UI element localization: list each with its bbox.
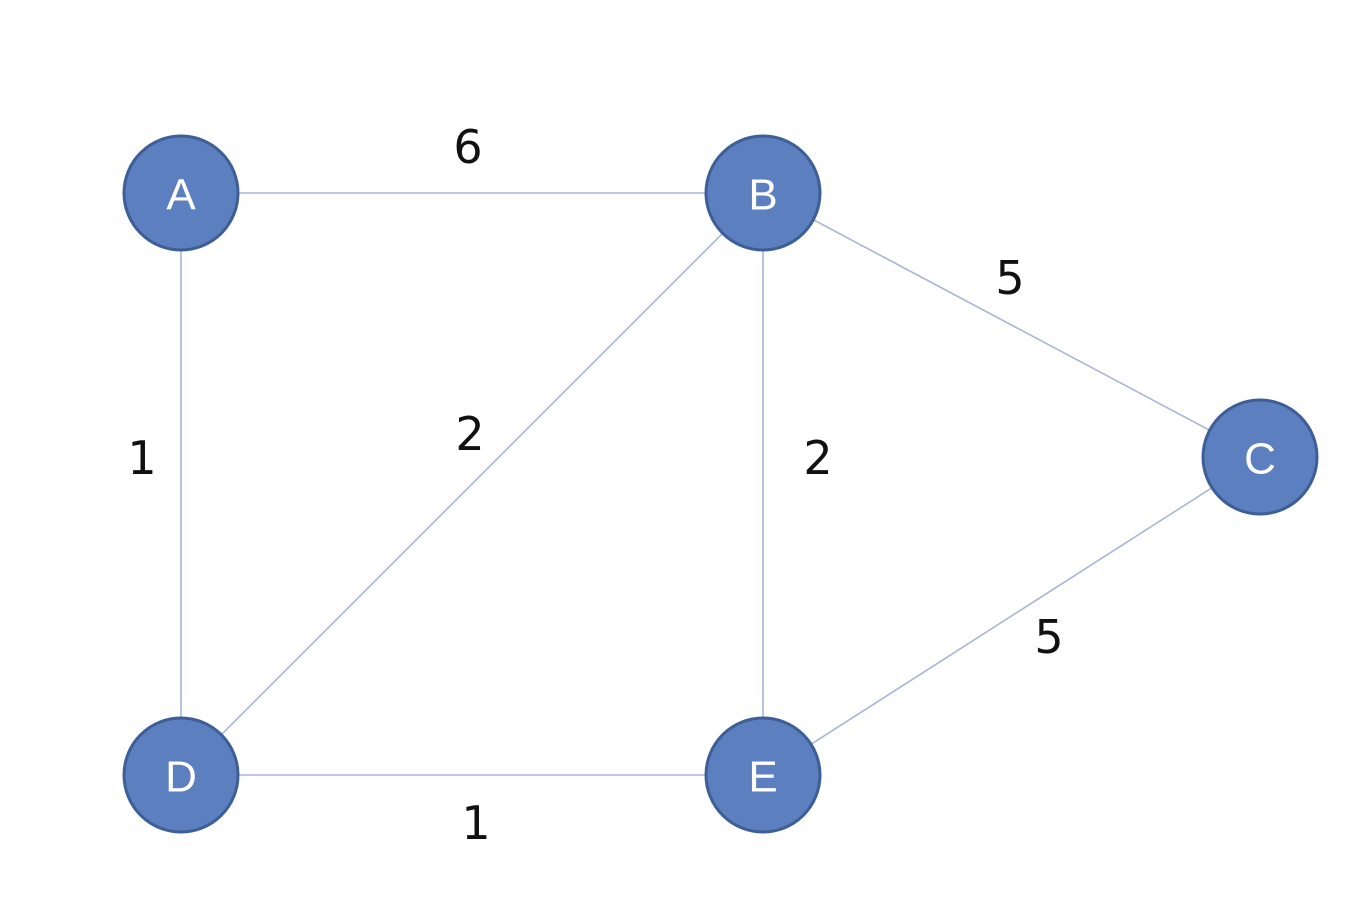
node-e-circle (704, 716, 822, 834)
node-a-circle (122, 134, 240, 252)
nodes-layer: A B C D E (122, 134, 1319, 834)
node-a-label: A (166, 171, 196, 220)
weight-d-e: 1 (461, 796, 490, 850)
node-d-circle (122, 716, 240, 834)
node-b: B (704, 134, 822, 252)
node-b-circle (704, 134, 822, 252)
edges-layer (180, 192, 1261, 776)
node-a: A (122, 134, 240, 252)
node-c-label: C (1244, 435, 1276, 484)
weight-b-d: 2 (455, 407, 484, 461)
node-c-circle (1201, 398, 1319, 516)
weight-b-c: 5 (995, 251, 1024, 305)
node-b-label: B (748, 171, 777, 220)
node-d-label: D (165, 753, 197, 802)
weight-e-c: 5 (1034, 610, 1063, 664)
edge-e-c (762, 456, 1261, 776)
weights-layer: 6 1 2 2 5 5 1 (127, 120, 1063, 850)
edge-b-d (180, 192, 764, 776)
weight-b-e: 2 (803, 431, 832, 485)
weight-a-b: 6 (453, 120, 482, 174)
node-d: D (122, 716, 240, 834)
node-e-label: E (748, 753, 777, 802)
node-c: C (1201, 398, 1319, 516)
edge-b-c (762, 192, 1261, 458)
node-e: E (704, 716, 822, 834)
weight-a-d: 1 (127, 431, 156, 485)
